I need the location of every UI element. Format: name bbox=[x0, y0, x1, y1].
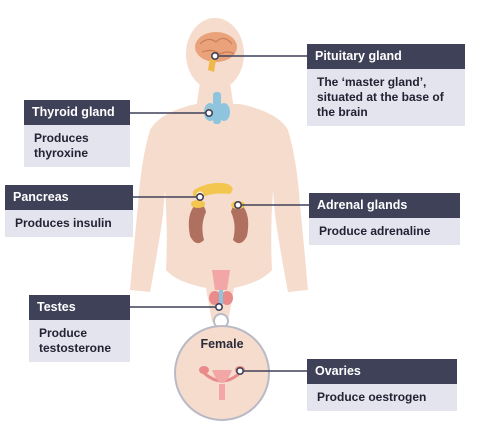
pituitary-gland-description: The ‘master gland’, situated at the base… bbox=[307, 69, 465, 126]
thyroid-gland-description: Produces thyroxine bbox=[24, 125, 130, 167]
thyroid-gland-title: Thyroid gland bbox=[24, 100, 130, 125]
adrenal-glands-label: Adrenal glands Produce adrenaline bbox=[309, 193, 460, 245]
kidneys-icon bbox=[188, 204, 249, 244]
thyroid-gland-label: Thyroid gland Produces thyroxine bbox=[24, 100, 130, 167]
ovaries-title: Ovaries bbox=[307, 359, 457, 384]
female-label: Female bbox=[200, 337, 243, 351]
ovaries-label: Ovaries Produce oestrogen bbox=[307, 359, 457, 411]
connector-dots bbox=[196, 51, 245, 375]
pituitary-gland-title: Pituitary gland bbox=[307, 44, 465, 69]
testes-description: Produce testosterone bbox=[29, 320, 130, 362]
female-inset: Female bbox=[174, 313, 270, 421]
pancreas-label: Pancreas Produces insulin bbox=[5, 185, 133, 237]
pancreas-description: Produces insulin bbox=[5, 210, 133, 237]
pituitary-gland-label: Pituitary gland The ‘master gland’, situ… bbox=[307, 44, 465, 126]
connector-lines bbox=[130, 55, 309, 372]
ovaries-description: Produce oestrogen bbox=[307, 384, 457, 411]
adrenal-glands-title: Adrenal glands bbox=[309, 193, 460, 218]
testes-title: Testes bbox=[29, 295, 130, 320]
pancreas-title: Pancreas bbox=[5, 185, 133, 210]
testes-label: Testes Produce testosterone bbox=[29, 295, 130, 362]
adrenal-glands-description: Produce adrenaline bbox=[309, 218, 460, 245]
testes-icon bbox=[209, 270, 233, 305]
brain-icon bbox=[195, 32, 237, 72]
